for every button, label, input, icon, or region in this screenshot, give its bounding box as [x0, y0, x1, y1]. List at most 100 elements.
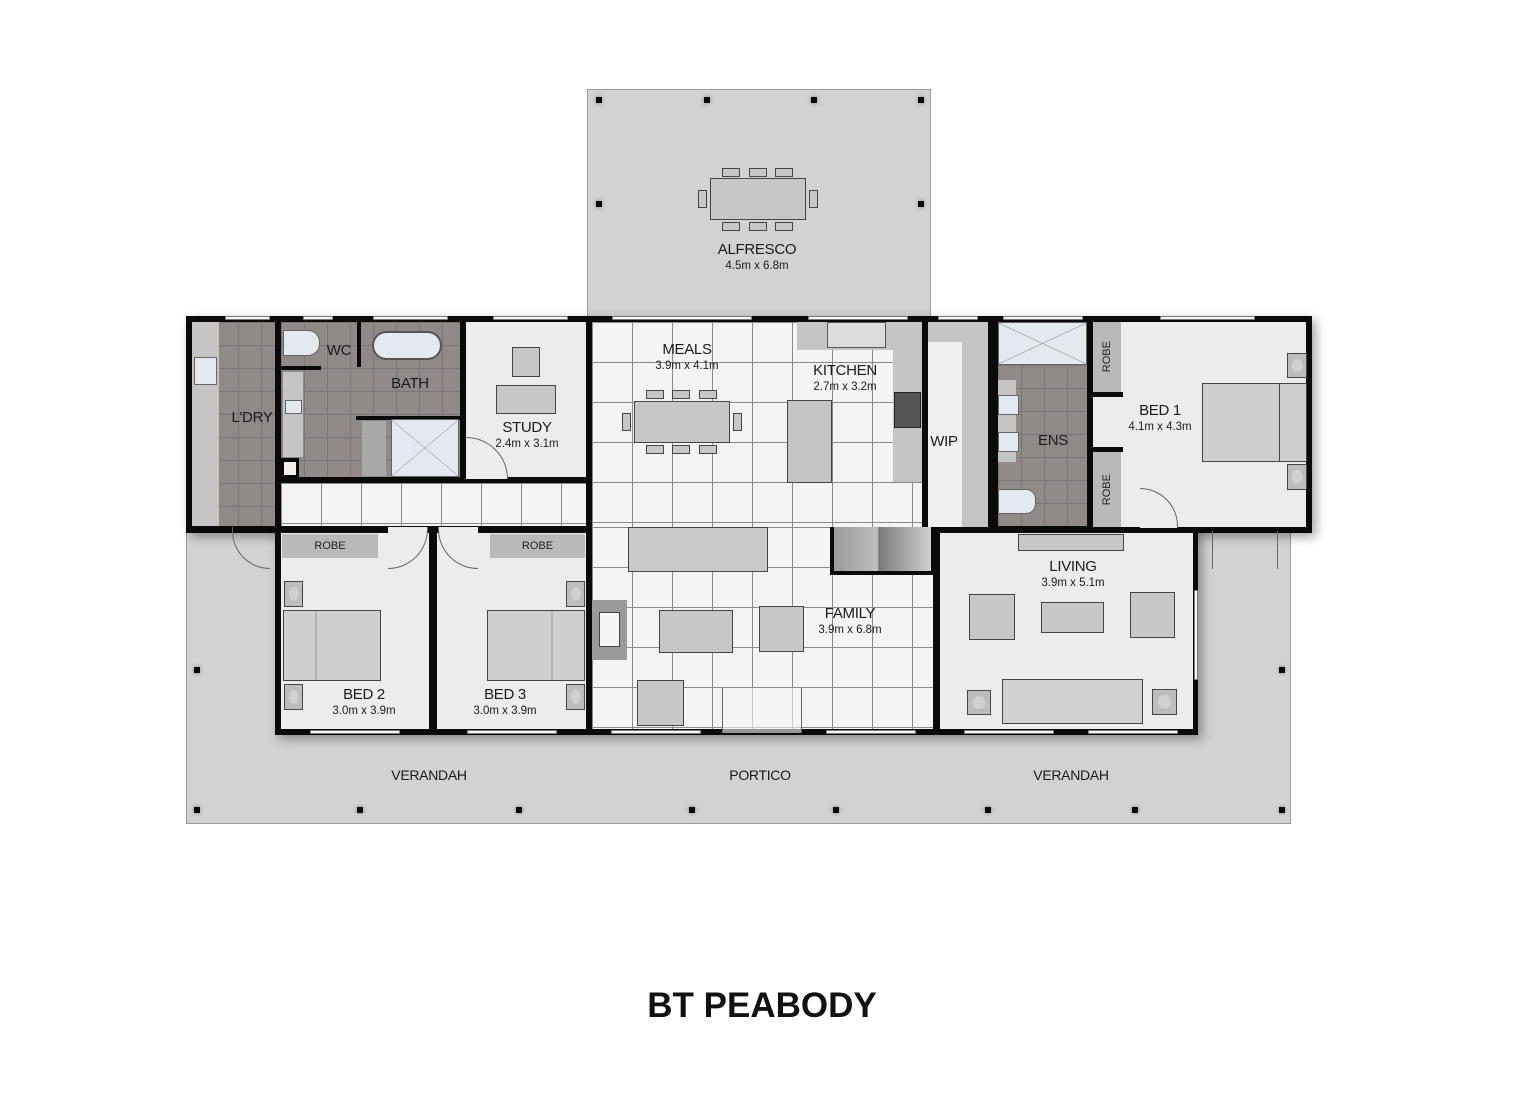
chair-icon — [775, 168, 793, 177]
room-name: L'DRY — [231, 409, 273, 426]
ensuite-label: ENS — [1038, 432, 1068, 450]
armchair — [759, 606, 804, 652]
fireplace-inner — [599, 612, 620, 647]
post-icon — [918, 97, 924, 103]
room-dims: 3.9m x 6.8m — [818, 624, 882, 636]
robe-label: ROBE — [1101, 341, 1113, 373]
wip-label: WIP — [930, 433, 958, 451]
chair-icon — [699, 390, 717, 399]
window — [612, 316, 752, 320]
room-name: STUDY — [502, 419, 552, 436]
window — [826, 730, 916, 734]
window — [303, 316, 333, 320]
chair-icon — [646, 390, 664, 399]
bathtub — [372, 331, 442, 360]
window — [611, 730, 701, 734]
front-door[interactable] — [722, 688, 802, 733]
alfresco-dining-table — [710, 178, 806, 220]
verandah-left-label: VERANDAH — [391, 767, 467, 785]
robe-bed1-top: ROBE — [1093, 322, 1121, 392]
tv-unit — [1018, 534, 1124, 551]
room-dims: 2.4m x 3.1m — [495, 438, 559, 450]
chair-icon — [672, 445, 690, 454]
chair-icon — [646, 445, 664, 454]
window — [1088, 730, 1178, 734]
hallway-floor — [281, 483, 591, 526]
window — [373, 316, 448, 320]
bedside-table — [1287, 353, 1307, 378]
window — [225, 316, 270, 320]
chair-icon — [809, 190, 818, 208]
ensuite-toilet — [998, 489, 1036, 514]
cupboard — [284, 462, 296, 475]
robe-bed2: ROBE — [282, 534, 378, 558]
room-dims: 4.1m x 4.3m — [1128, 421, 1192, 433]
window — [310, 730, 400, 734]
ensuite-basin — [998, 432, 1019, 452]
laundry-label: L'DRY — [231, 409, 272, 427]
bed1-verandah-door[interactable] — [1212, 531, 1278, 569]
post-icon — [194, 807, 200, 813]
room-name: VERANDAH — [1033, 767, 1109, 783]
kitchen-sink-icon — [827, 322, 886, 348]
side-table — [1152, 689, 1177, 715]
room-name: BATH — [391, 375, 429, 392]
post-icon — [811, 97, 817, 103]
chair-icon — [749, 168, 767, 177]
wall — [586, 527, 592, 729]
wall — [356, 416, 460, 420]
study-label: STUDY 2.4m x 3.1m — [495, 419, 558, 450]
window — [964, 730, 1054, 734]
wall — [1093, 447, 1123, 452]
kitchen-label: KITCHEN 2.7m x 3.2m — [813, 362, 877, 393]
shower — [391, 419, 459, 477]
room-name: ALFRESCO — [717, 241, 797, 258]
armchair — [1130, 592, 1175, 638]
post-icon — [194, 667, 200, 673]
room-name: PORTICO — [729, 767, 791, 783]
room-name: FAMILY — [824, 605, 876, 622]
post-icon — [689, 807, 695, 813]
window — [1003, 316, 1083, 320]
chair-icon — [622, 413, 631, 431]
room-dims: 3.9m x 5.1m — [1041, 577, 1105, 589]
window — [493, 316, 568, 320]
chair-icon — [775, 222, 793, 231]
room-name: WIP — [930, 433, 958, 450]
family-label: FAMILY 3.9m x 6.8m — [818, 605, 881, 636]
room-name: VERANDAH — [391, 767, 467, 783]
post-icon — [1279, 807, 1285, 813]
room-name: KITCHEN — [813, 362, 877, 379]
armchair — [637, 680, 684, 726]
study-chair — [512, 347, 540, 377]
window — [1160, 316, 1255, 320]
plan-title: BT PEABODY — [647, 986, 877, 1025]
living-sofa — [1002, 679, 1143, 724]
chair-icon — [698, 190, 707, 208]
robe-label: ROBE — [1101, 473, 1113, 506]
chair-icon — [699, 445, 717, 454]
robe-label: ROBE — [314, 540, 346, 552]
wall — [922, 316, 928, 486]
meals-dining-table — [634, 401, 730, 443]
laundry-bench — [192, 322, 219, 526]
room-name: WC — [326, 342, 352, 359]
wip-shelf — [962, 322, 988, 527]
coffee-table — [659, 610, 733, 653]
linen-cupboard — [362, 421, 386, 476]
room-dims: 3.0m x 3.9m — [332, 705, 396, 717]
bedside-table — [284, 684, 303, 710]
robe-bed3: ROBE — [490, 534, 585, 558]
post-icon — [833, 807, 839, 813]
chair-icon — [672, 390, 690, 399]
laundry-tub — [194, 357, 217, 385]
coffee-table — [1041, 602, 1104, 633]
pantry-cabinet — [830, 527, 935, 575]
chair-icon — [722, 168, 740, 177]
verandah-right-label: VERANDAH — [1033, 767, 1109, 785]
kitchen-island — [787, 400, 832, 483]
wall — [429, 527, 437, 729]
room-dims: 2.7m x 3.2m — [813, 381, 877, 393]
